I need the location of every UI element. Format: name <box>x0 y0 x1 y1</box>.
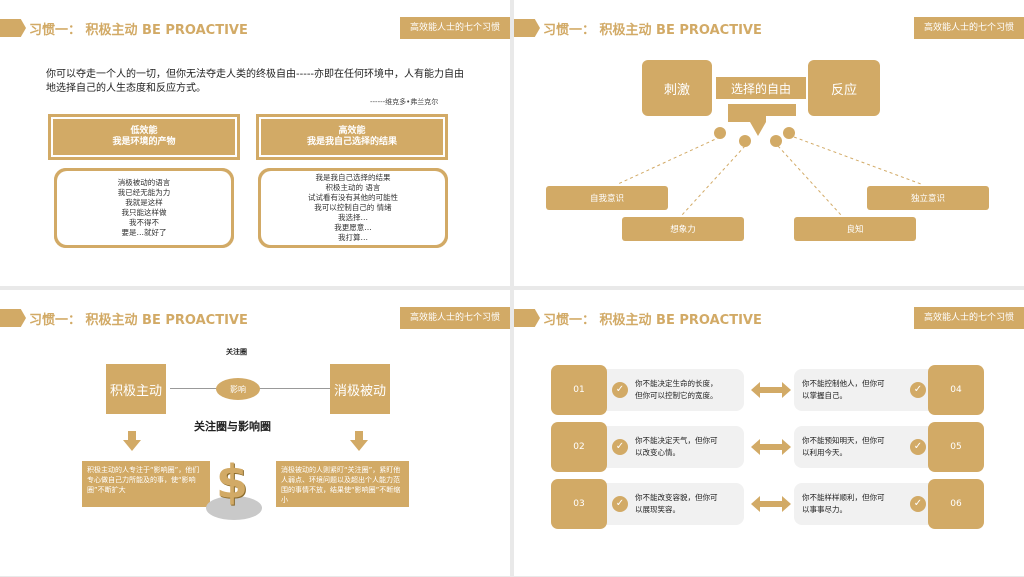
header-badge: 高效能人士的七个习惯 <box>400 307 510 329</box>
independent-will-card: 独立意识 <box>867 186 989 210</box>
statement-pill: 你不能样样顺利，但你可 以事事尽力。 ✓ <box>794 483 940 525</box>
diagram-connectors <box>617 104 922 216</box>
high-effectiveness-list: 我是我自己选择的结果 积极主动的 语言 试试看有没有其他的可能性 我可以控制自己… <box>261 171 445 245</box>
number-badge: 02 <box>551 422 607 472</box>
down-arrow-icon <box>123 431 141 451</box>
title-tag <box>514 19 540 37</box>
statement-text: 你不能决定天气，但你可 以改变心情。 <box>635 436 718 457</box>
number-badge: 01 <box>551 365 607 415</box>
low-effectiveness-list: 消极被动的语言 我已经无能为力 我就是这样 我只能这样做 我不得不 要是…就好了 <box>57 171 231 245</box>
statement-text: 你不能决定生命的长度， 但你可以控制它的宽度。 <box>635 379 718 400</box>
header-badge: 高效能人士的七个习惯 <box>914 17 1024 39</box>
statement-pill: ✓ 你不能决定天气，但你可 以改变心情。 <box>598 426 744 468</box>
statement-text: 你不能控制他人，但你可 以掌握自己。 <box>802 379 885 400</box>
connector-line <box>793 136 922 185</box>
quote-text: 你可以夺走一个人的一切，但你无法夺走人类的终极自由-----亦即在任何环境中，人… <box>46 69 465 94</box>
statement-pill: 你不能控制他人，但你可 以掌握自己。 ✓ <box>794 369 940 411</box>
reactive-box: 消极被动 <box>330 364 390 414</box>
title-tag <box>0 19 26 37</box>
connector-line <box>777 145 842 216</box>
down-arrow-icon <box>350 431 368 451</box>
low-effectiveness-panel: 消极被动的语言 我已经无能为力 我就是这样 我只能这样做 我不得不 要是…就好了 <box>54 168 234 248</box>
statement-pill: 你不能预知明天，但你可 以利用今天。 ✓ <box>794 426 940 468</box>
low-effectiveness-header: 低效能 我是环境的产物 <box>48 114 240 160</box>
imagination-card: 想象力 <box>622 217 744 241</box>
coin-pile <box>206 496 262 520</box>
proactive-box: 积极主动 <box>106 364 166 414</box>
high-effectiveness-header: 高效能 我是我自己选择的结果 <box>256 114 448 160</box>
connector-line <box>617 136 721 185</box>
number-badge: 06 <box>928 479 984 529</box>
check-icon: ✓ <box>910 439 926 455</box>
number-badge: 04 <box>928 365 984 415</box>
conscience-card: 良知 <box>794 217 916 241</box>
high-effectiveness-panel: 我是我自己选择的结果 积极主动的 语言 试试看有没有其他的可能性 我可以控制自己… <box>258 168 448 248</box>
node-dot <box>714 127 726 139</box>
check-icon: ✓ <box>612 496 628 512</box>
slide-1[interactable]: 习惯一： 积极主动 BE PROACTIVE 高效能人士的七个习惯 你可以夺走一… <box>0 0 510 286</box>
header-badge: 高效能人士的七个习惯 <box>914 307 1024 329</box>
dollar-sculpture: $ <box>196 440 268 524</box>
header-badge: 高效能人士的七个习惯 <box>400 17 510 39</box>
down-arrow-shape <box>728 104 796 136</box>
check-icon: ✓ <box>910 496 926 512</box>
check-icon: ✓ <box>910 382 926 398</box>
slide-title: 习惯一： 积极主动 BE PROACTIVE <box>29 313 248 328</box>
influence-oval: 影响 <box>216 378 260 400</box>
connector-line <box>681 145 746 216</box>
slide-title: 习惯一： 积极主动 BE PROACTIVE <box>543 313 762 328</box>
slide-4[interactable]: 习惯一： 积极主动 BE PROACTIVE 高效能人士的七个习惯 ✓ 你不能决… <box>514 290 1024 576</box>
statement-pill: ✓ 你不能改变容貌，但你可 以展现笑容。 <box>598 483 744 525</box>
check-icon: ✓ <box>612 382 628 398</box>
statement-text: 你不能预知明天，但你可 以利用今天。 <box>802 436 885 457</box>
slide-2[interactable]: 习惯一： 积极主动 BE PROACTIVE 高效能人士的七个习惯 刺激 选择的… <box>514 0 1024 286</box>
subtitle: 关注圈与影响圈 <box>194 420 271 433</box>
number-badge: 03 <box>551 479 607 529</box>
title-tag <box>0 309 26 327</box>
self-awareness-card: 自我意识 <box>546 186 668 210</box>
double-arrow-icon <box>751 382 791 398</box>
check-icon: ✓ <box>612 439 628 455</box>
statement-text: 你不能改变容貌，但你可 以展现笑容。 <box>635 493 718 514</box>
slide-title: 习惯一： 积极主动 BE PROACTIVE <box>29 23 248 38</box>
slide-3[interactable]: 习惯一： 积极主动 BE PROACTIVE 高效能人士的七个习惯 关注圈 积极… <box>0 290 510 576</box>
statement-text: 你不能样样顺利，但你可 以事事尽力。 <box>802 493 885 514</box>
stimulus-node: 刺激 <box>642 60 712 116</box>
node-dot <box>770 135 782 147</box>
circle-of-concern-label: 关注圈 <box>226 348 247 356</box>
proactive-description: 积极主动的人专注于“影响圈”，他们专心做自己力所能及的事，使“影响圈”不断扩大 <box>82 461 210 507</box>
dollar-icon: $ <box>215 455 248 509</box>
node-dot <box>739 135 751 147</box>
reactive-description: 消极被动的人则紧盯“关注圈”，紧盯他人弱点、环境问题以及超出个人能力范围的事情不… <box>276 461 409 507</box>
slide-title: 习惯一： 积极主动 BE PROACTIVE <box>543 23 762 38</box>
double-arrow-icon <box>751 439 791 455</box>
node-dot <box>783 127 795 139</box>
freedom-of-choice-label: 选择的自由 <box>716 77 806 99</box>
double-arrow-icon <box>751 496 791 512</box>
statement-pill: ✓ 你不能决定生命的长度， 但你可以控制它的宽度。 <box>598 369 744 411</box>
title-tag <box>514 309 540 327</box>
number-badge: 05 <box>928 422 984 472</box>
quote-author: ------维克多•弗兰克尔 <box>370 98 439 106</box>
response-node: 反应 <box>808 60 880 116</box>
